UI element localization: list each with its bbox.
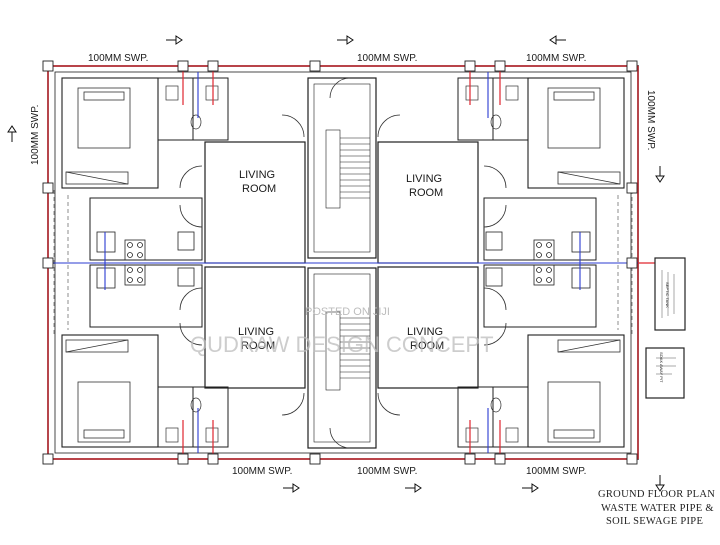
inspection-chamber bbox=[464, 60, 476, 72]
flow-arrow-icon bbox=[549, 35, 566, 45]
inspection-chamber bbox=[626, 182, 638, 194]
inspection-chambers bbox=[42, 60, 638, 465]
septic-tank bbox=[654, 257, 686, 331]
title-line-3: SOIL SEWAGE PIPE bbox=[606, 516, 703, 527]
stair-cores bbox=[307, 77, 377, 449]
stair-landing bbox=[325, 311, 341, 391]
inspection-chamber bbox=[626, 60, 638, 72]
soakaway-label: SOAK AWAY PIT bbox=[659, 352, 664, 383]
living-room-label-br-1: LIVING bbox=[407, 326, 443, 338]
door-swings bbox=[179, 77, 507, 449]
living-room-label-br-2: ROOM bbox=[410, 340, 444, 352]
inspection-chamber bbox=[42, 182, 54, 194]
flow-arrows bbox=[7, 35, 665, 493]
swp-label-top-mid: 100MM SWP. bbox=[357, 53, 417, 64]
swp-label-bottom-mid: 100MM SWP. bbox=[357, 466, 417, 477]
living-room-label-bl-2: ROOM bbox=[241, 340, 275, 352]
inspection-chamber bbox=[42, 257, 54, 269]
flow-arrow-icon bbox=[405, 483, 422, 493]
swp-label-right: 100MM SWP. bbox=[645, 90, 656, 150]
inspection-chamber bbox=[42, 60, 54, 72]
swp-label-bottom-right: 100MM SWP. bbox=[526, 466, 586, 477]
bedroom-wardrobes bbox=[65, 171, 621, 353]
inspection-chamber bbox=[177, 453, 189, 465]
soakaway-pit bbox=[645, 347, 685, 399]
watermark-posted: POSTED ON JIJI bbox=[305, 306, 390, 318]
inspection-chamber bbox=[177, 60, 189, 72]
septic-legend-strokes bbox=[656, 270, 676, 375]
septic-tank-label: SEPTIC TANK bbox=[665, 282, 670, 308]
flow-arrow-icon bbox=[522, 483, 539, 493]
title-line-1: GROUND FLOOR PLAN bbox=[598, 489, 715, 500]
wc-fixtures bbox=[165, 85, 519, 443]
flow-arrow-icon bbox=[7, 125, 17, 142]
cookers bbox=[96, 231, 591, 289]
inspection-chamber bbox=[309, 60, 321, 72]
inspection-chamber bbox=[494, 60, 506, 72]
beds bbox=[77, 87, 601, 443]
title-line-2: WASTE WATER PIPE & bbox=[601, 503, 714, 514]
living-room-label-tl-2: ROOM bbox=[242, 183, 276, 195]
inspection-chamber bbox=[207, 60, 219, 72]
inspection-chamber bbox=[494, 453, 506, 465]
flow-arrow-icon bbox=[337, 35, 354, 45]
living-room-label-tr-2: ROOM bbox=[409, 187, 443, 199]
stair-landing bbox=[325, 129, 341, 209]
flow-arrow-icon bbox=[283, 483, 300, 493]
kitchen-fridges bbox=[177, 231, 503, 287]
flow-arrow-icon bbox=[655, 166, 665, 183]
toilet-blocks bbox=[157, 77, 529, 448]
watermark-brand: QUDRAW DESIGN CONCEPT bbox=[190, 332, 494, 357]
living-room-label-bl-1: LIVING bbox=[238, 326, 274, 338]
living-room-label-tl-1: LIVING bbox=[239, 169, 275, 181]
inspection-chamber bbox=[626, 257, 638, 269]
stair-treads-bottom bbox=[325, 311, 370, 391]
stair-treads-top bbox=[325, 129, 370, 209]
living-room-label-tr-1: LIVING bbox=[406, 173, 442, 185]
swp-label-left: 100MM SWP. bbox=[30, 105, 41, 165]
inspection-chamber bbox=[42, 453, 54, 465]
inspection-chamber bbox=[464, 453, 476, 465]
inspection-chamber bbox=[309, 453, 321, 465]
flow-arrow-icon bbox=[655, 475, 665, 492]
inspection-chamber bbox=[626, 453, 638, 465]
swp-label-top-left: 100MM SWP. bbox=[88, 53, 148, 64]
flow-arrow-icon bbox=[166, 35, 183, 45]
inspection-chamber bbox=[207, 453, 219, 465]
swp-label-bottom-left: 100MM SWP. bbox=[232, 466, 292, 477]
swp-label-top-right: 100MM SWP. bbox=[526, 53, 586, 64]
waste-water-pipes bbox=[48, 72, 638, 453]
